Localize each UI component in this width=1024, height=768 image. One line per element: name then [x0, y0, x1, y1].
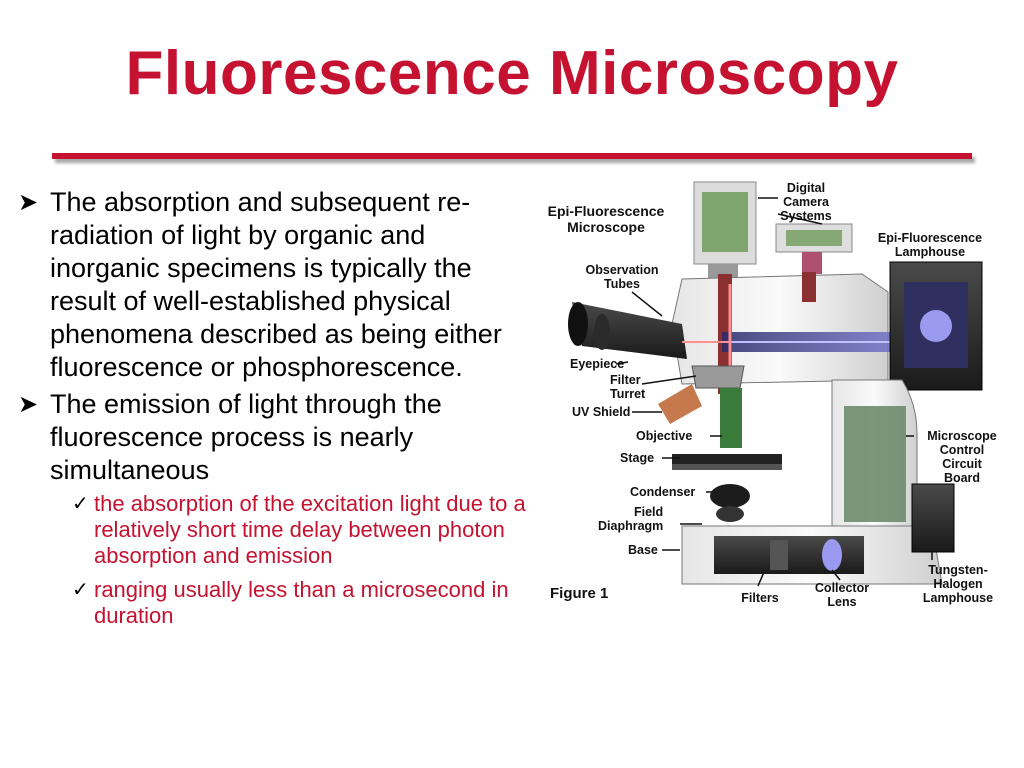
label-tungsten-lamphouse-1: Tungsten- — [928, 563, 987, 577]
sub-bullet-item: ✓ the absorption of the excitation light… — [18, 491, 528, 569]
label-control-board-2: Control — [940, 443, 984, 457]
bullet-text: The absorption and subsequent re-radiati… — [50, 187, 502, 382]
objective-stage-assembly — [672, 388, 782, 522]
title-underline — [52, 153, 972, 159]
label-objective: Objective — [636, 429, 692, 443]
label-tungsten-lamphouse-2: Halogen — [933, 577, 982, 591]
label-observation-tubes-1: Observation — [586, 263, 659, 277]
label-tungsten-lamphouse-3: Lamphouse — [923, 591, 993, 605]
label-epi-microscope-2: Microscope — [567, 219, 645, 235]
label-eyepiece: Eyepiece — [570, 357, 624, 371]
arrow-bullet-icon: ➤ — [18, 189, 39, 216]
camera-module-left — [693, 181, 757, 278]
microscope-diagram: Epi-Fluorescence Microscope Digital Came… — [548, 181, 997, 609]
label-leader-lines — [615, 197, 933, 587]
label-uv-shield: UV Shield — [572, 405, 630, 419]
microscope-arm — [831, 379, 918, 535]
eyepiece-tubes — [568, 302, 687, 359]
bullet-item: ➤ The absorption and subsequent re-radia… — [18, 186, 528, 384]
filter-turret — [691, 365, 745, 389]
label-digital-camera-1: Digital — [787, 181, 825, 195]
label-condenser: Condenser — [630, 485, 695, 499]
label-epi-lamphouse-1: Epi-Fluorescence — [878, 231, 982, 245]
slide-title: Fluorescence Microscopy — [125, 39, 899, 108]
label-control-board-4: Board — [944, 471, 980, 485]
diagram-labels: Epi-Fluorescence Microscope Digital Came… — [548, 181, 997, 609]
sub-bullet-item: ✓ ranging usually less than a microsecon… — [18, 577, 528, 629]
label-observation-tubes-2: Tubes — [604, 277, 640, 291]
bullet-text: The emission of light through the fluore… — [50, 389, 442, 485]
figure-caption: Figure 1 — [550, 585, 608, 602]
bullet-list: ➤ The absorption and subsequent re-radia… — [18, 186, 528, 637]
label-collector-lens-1: Collector — [815, 581, 869, 595]
epi-lamphouse — [889, 261, 983, 391]
label-control-board-3: Circuit — [942, 457, 982, 471]
arrow-bullet-icon: ➤ — [18, 391, 39, 418]
uv-shield — [658, 384, 702, 424]
label-epi-microscope-1: Epi-Fluorescence — [548, 203, 665, 219]
label-collector-lens-2: Lens — [827, 595, 856, 609]
microscope-base — [681, 525, 943, 585]
bullet-item: ➤ The emission of light through the fluo… — [18, 388, 528, 487]
label-digital-camera-2: Camera — [783, 195, 830, 209]
camera-module-right — [775, 223, 853, 274]
label-epi-lamphouse-2: Lamphouse — [895, 245, 965, 259]
label-filters: Filters — [741, 591, 779, 605]
label-filter-turret-2: Turret — [610, 387, 646, 401]
sub-bullet-text: ranging usually less than a microsecond … — [94, 577, 509, 628]
check-icon: ✓ — [72, 579, 89, 601]
label-filter-turret-1: Filter — [610, 373, 641, 387]
check-icon: ✓ — [72, 493, 89, 515]
tungsten-lamphouse — [911, 483, 955, 553]
label-control-board-1: Microscope — [927, 429, 997, 443]
label-digital-camera-3: Systems — [780, 209, 831, 223]
label-base: Base — [628, 543, 658, 557]
sub-bullet-text: the absorption of the excitation light d… — [94, 491, 526, 568]
label-field-diaphragm-2: Diaphragm — [598, 519, 663, 533]
label-field-diaphragm-1: Field — [634, 505, 663, 519]
label-stage: Stage — [620, 451, 654, 465]
